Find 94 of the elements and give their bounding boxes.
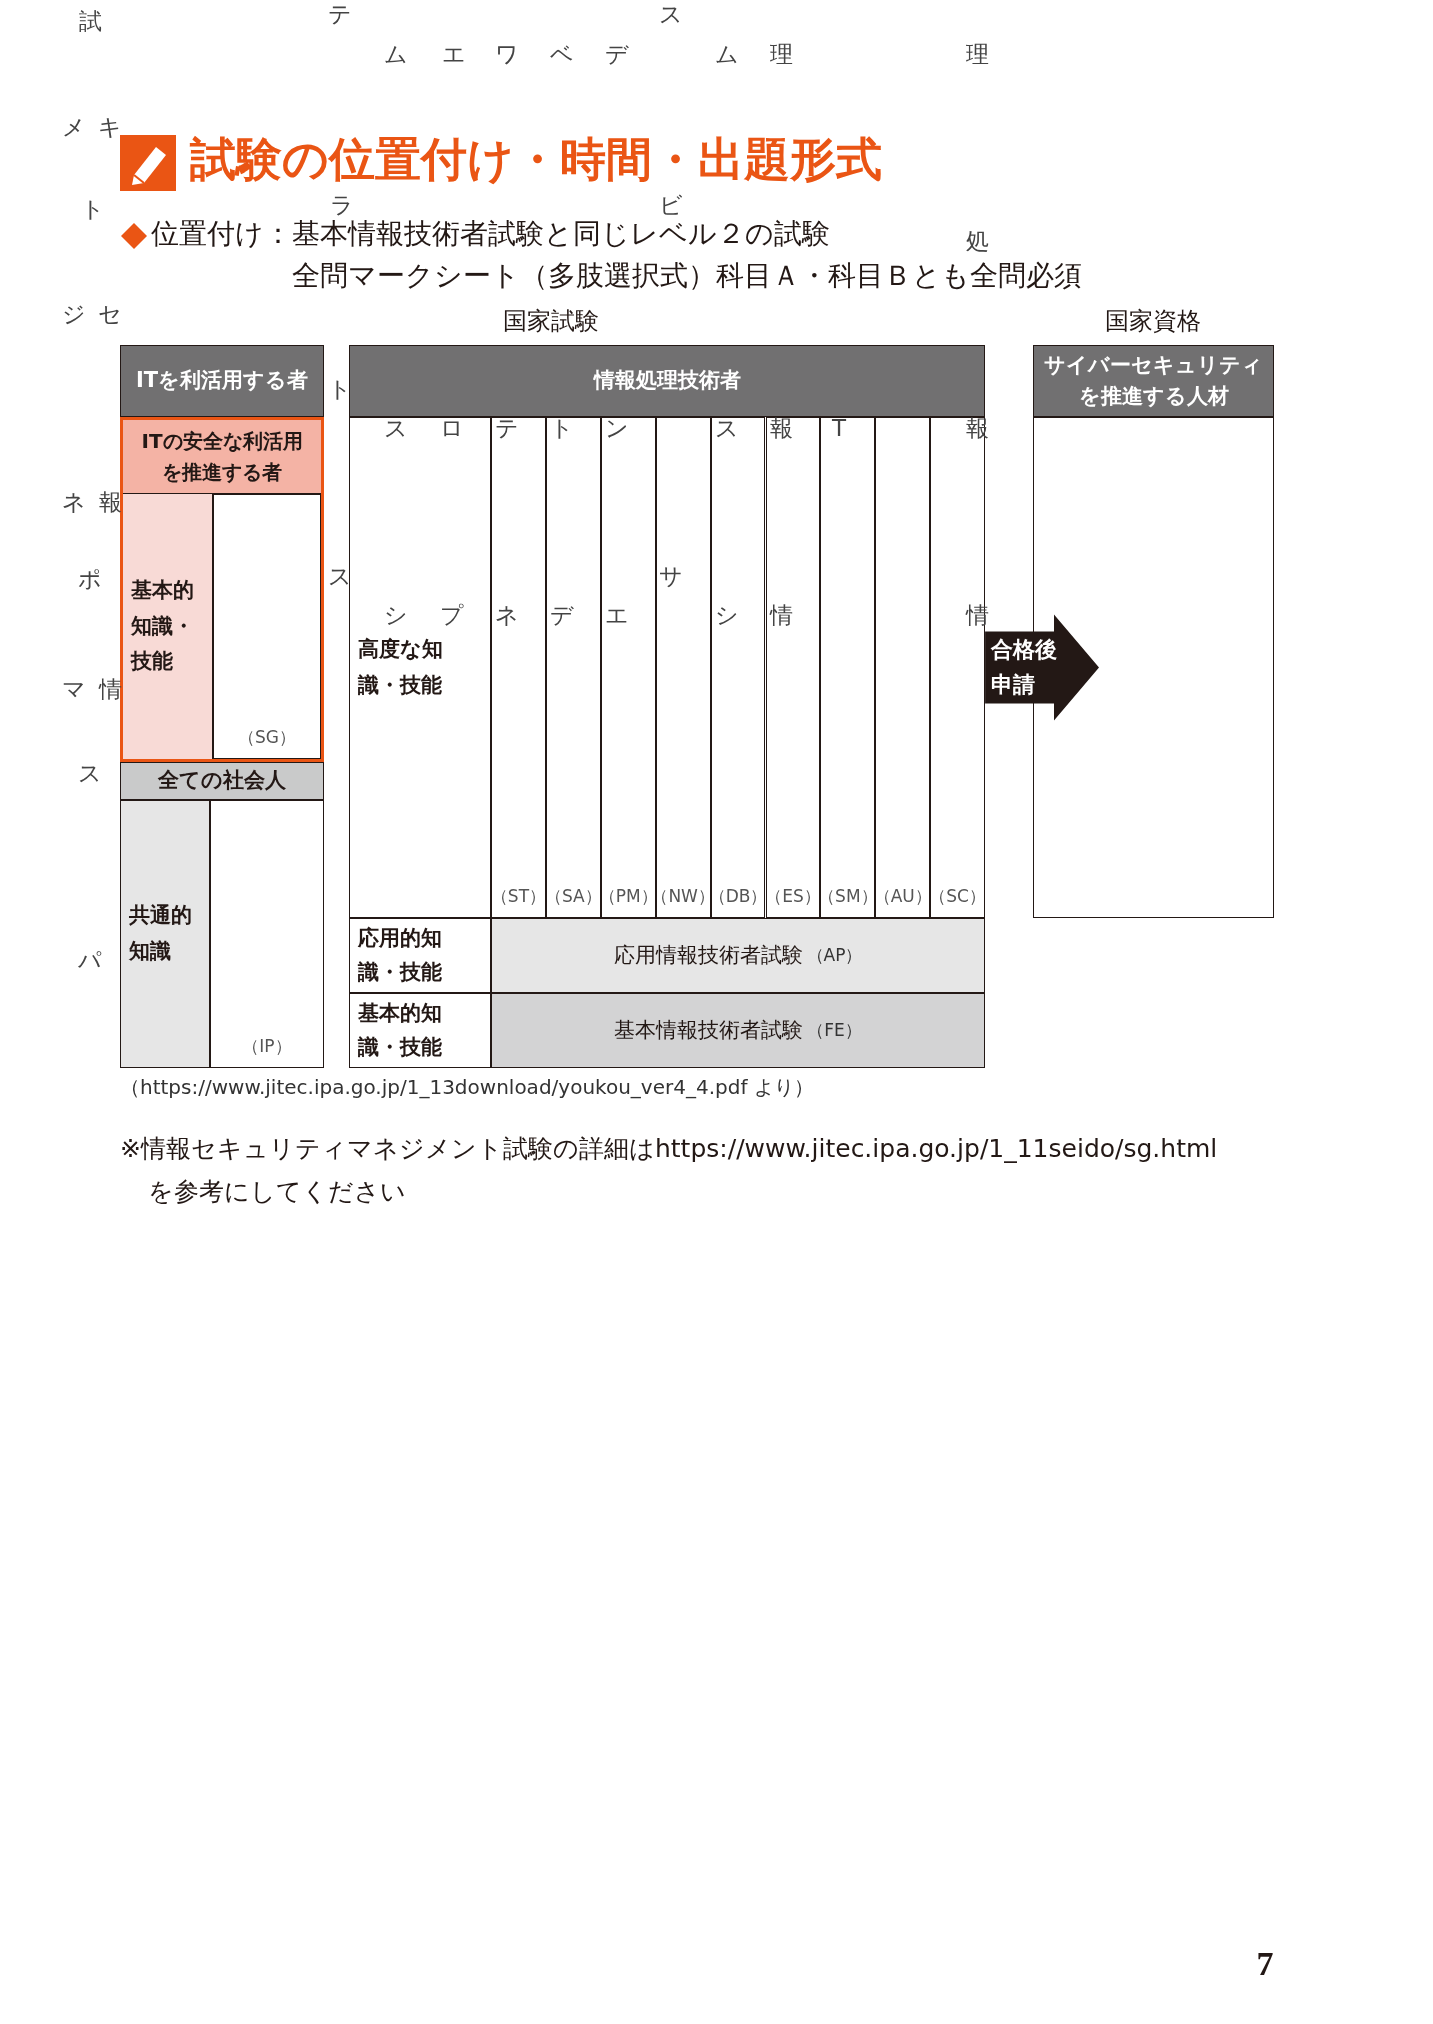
text-fragment: メ bbox=[62, 116, 86, 139]
box-text: 情報処理技術者 bbox=[593, 367, 741, 395]
exam-column bbox=[875, 417, 931, 918]
block-arrow bbox=[985, 614, 1099, 721]
exam-column bbox=[820, 417, 876, 918]
text-fragment: 理 bbox=[965, 43, 989, 66]
exam-code: （ES） bbox=[765, 884, 821, 908]
text-fragment: ネ bbox=[495, 604, 519, 627]
text-fragment: 処 bbox=[965, 230, 989, 253]
text-fragment: ジ bbox=[62, 303, 86, 326]
subtitle: 全問マークシート（多肢選択式）科目Ａ・科目Ｂとも全問必須 bbox=[292, 258, 1082, 294]
box-text: 共通的知識 bbox=[129, 902, 193, 965]
text-fragment: 理 bbox=[769, 43, 793, 66]
header-box bbox=[349, 345, 985, 417]
exam-column bbox=[930, 417, 986, 918]
text-fragment: ベ bbox=[550, 43, 574, 66]
text-fragment: シ bbox=[715, 604, 739, 627]
text-fragment: エ bbox=[605, 604, 629, 627]
text-fragment: セ bbox=[98, 303, 122, 326]
exam-code: （SC） bbox=[929, 884, 986, 908]
box-text: 高度な知識・技能 bbox=[358, 635, 444, 699]
text-fragment: ロ bbox=[440, 417, 464, 440]
text-fragment: プ bbox=[440, 604, 464, 627]
exam-name: 基本情報技術者試験 bbox=[614, 1016, 804, 1044]
text-fragment: ン bbox=[605, 417, 629, 440]
level-column bbox=[349, 417, 491, 918]
header-box bbox=[120, 345, 324, 417]
exam-code: （IP） bbox=[242, 1034, 292, 1058]
title: 試験の位置付け・時間・出題形式 bbox=[190, 131, 882, 188]
text-fragment: サ bbox=[659, 565, 683, 588]
text-fragment: ス bbox=[78, 762, 102, 785]
exam-column bbox=[491, 417, 546, 918]
exam-code: （SG） bbox=[238, 725, 296, 749]
text-fragment: デ bbox=[550, 604, 574, 627]
exam-column bbox=[545, 417, 601, 918]
text-fragment: マ bbox=[62, 678, 86, 701]
header-box bbox=[1033, 345, 1274, 417]
exam-code: （AP） bbox=[806, 943, 863, 967]
exam-column bbox=[213, 494, 321, 759]
text-fragment: デ bbox=[605, 43, 629, 66]
exam-column bbox=[210, 800, 324, 1068]
exam-column bbox=[765, 417, 821, 918]
text-fragment: ス bbox=[384, 417, 408, 440]
text-fragment: ス bbox=[328, 565, 352, 588]
text-fragment: ス bbox=[659, 3, 683, 26]
section-heading: 国家資格 bbox=[1105, 306, 1201, 337]
level-cell bbox=[349, 918, 491, 993]
box-text: ITを利活用する者 bbox=[135, 367, 309, 395]
exam-column bbox=[655, 417, 711, 918]
text-fragment: ビ bbox=[659, 194, 683, 217]
text-fragment: キ bbox=[98, 116, 122, 139]
text-fragment: ポ bbox=[78, 568, 102, 591]
exam-row bbox=[491, 993, 985, 1068]
exam-code: （FE） bbox=[807, 1018, 862, 1042]
text-fragment: テ bbox=[495, 417, 519, 440]
header-box bbox=[120, 762, 324, 800]
text-fragment: シ bbox=[384, 604, 408, 627]
text-fragment: テ bbox=[328, 3, 352, 26]
level-column bbox=[123, 494, 213, 759]
level-column bbox=[120, 800, 210, 1068]
text-fragment: ラ bbox=[330, 194, 354, 217]
text-fragment: パ bbox=[78, 949, 102, 972]
section-heading: 国家試験 bbox=[503, 306, 599, 337]
source-note: （https://www.jitec.ipa.go.jp/1_13download/youkou_ver4_4.pdf より） bbox=[120, 1074, 814, 1100]
text-fragment: ト bbox=[550, 417, 574, 440]
text-fragment: 報 bbox=[769, 417, 793, 440]
box-text: 基本的知識・技能 bbox=[131, 576, 195, 676]
text-fragment: ネ bbox=[62, 491, 86, 514]
arrow-label: 合格後申請 bbox=[991, 635, 1059, 699]
text-fragment: 情 bbox=[769, 604, 793, 627]
text-fragment: ム bbox=[715, 43, 739, 66]
box-heading: ITの安全な利活用を推進する者 bbox=[123, 420, 321, 494]
exam-code: （ST） bbox=[490, 884, 547, 908]
box-text: 応用的知識・技能 bbox=[358, 924, 443, 986]
text-fragment: ム bbox=[384, 43, 408, 66]
page-number: 7 bbox=[1256, 1947, 1274, 1981]
text-fragment: エ bbox=[442, 43, 466, 66]
box-text: 全ての社会人 bbox=[158, 767, 286, 795]
text-fragment: 試 bbox=[78, 10, 102, 33]
level-cell bbox=[349, 993, 491, 1068]
highlight-box bbox=[120, 417, 324, 762]
exam-name: 応用情報技術者試験 bbox=[613, 941, 803, 969]
box-text: サイバーセキュリティを推進する人材 bbox=[1043, 351, 1264, 410]
exam-column bbox=[710, 417, 766, 918]
box-text: 基本的知識・技能 bbox=[358, 999, 443, 1061]
text-fragment: T bbox=[831, 417, 847, 440]
text-fragment: ト bbox=[81, 198, 105, 221]
text-fragment: ス bbox=[715, 417, 739, 440]
exam-row bbox=[491, 918, 985, 993]
footnote: ※情報セキュリティマネジメント試験の詳細はhttps://www.jitec.ipa.go.jp/1_11seido/sg.html を参考にしてください bbox=[120, 1133, 1219, 1208]
exam-column bbox=[600, 417, 656, 918]
subtitle: 位置付け：基本情報技術者試験と同じレベル２の試験 bbox=[151, 216, 830, 252]
text-fragment: ト bbox=[328, 378, 352, 401]
text-fragment: ワ bbox=[495, 43, 519, 66]
